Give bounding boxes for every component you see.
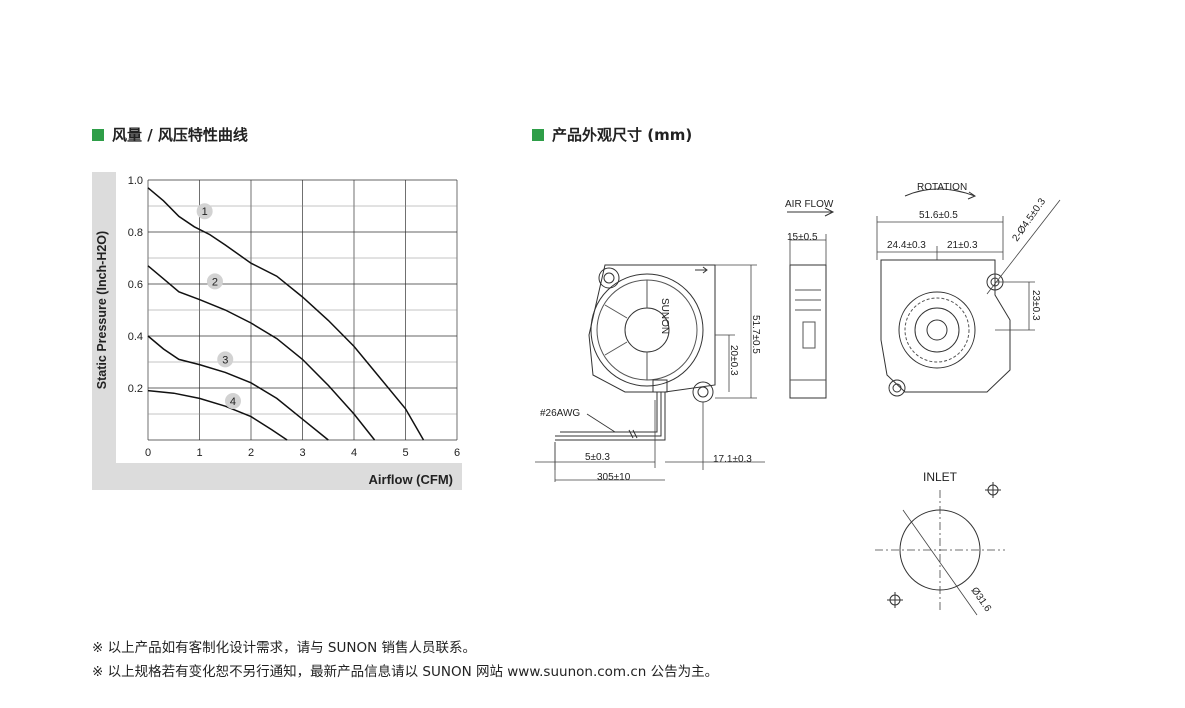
series-label-4: 4 [230, 396, 236, 408]
wire-gauge-label: #26AWG [540, 408, 580, 419]
series-label-1: 1 [202, 206, 208, 218]
y-tick-label: 1.0 [128, 175, 143, 187]
x-tick-label: 3 [299, 447, 305, 459]
series-line-3 [147, 335, 329, 441]
note-custom-design: ※ 以上产品如有客制化设计需求，请与 SUNON 销售人员联系。 [92, 640, 476, 656]
rotation-label: ROTATION [917, 182, 967, 193]
chart-section-title: 风量 / 风压特性曲线 [92, 124, 248, 145]
chart-series: 1 2 3 4 [147, 187, 425, 441]
x-tick-label: 2 [248, 447, 254, 459]
series-line-2 [147, 265, 376, 441]
inlet-view [875, 482, 1005, 616]
brand-label: SUNON [659, 298, 670, 334]
width-dim: 51.6±0.5 [919, 210, 958, 221]
front-view [535, 264, 765, 482]
wire-length-dim: 305±10 [597, 472, 631, 483]
height-dim: 51.7±0.5 [750, 315, 761, 354]
y-tick-label: 0.2 [128, 383, 143, 395]
chart-y-axis-label: Static Pressure (Inch-H2O) [95, 231, 109, 389]
chart-canvas: 0 1 2 3 4 5 6 0.2 0.4 0.6 0.8 1.0 1 2 3 4 Static Press… [92, 172, 462, 490]
chart-plot-bg [116, 172, 462, 463]
outlet-dim: 20±0.3 [728, 345, 739, 376]
airflow-pressure-chart: 0 1 2 3 4 5 6 0.2 0.4 0.6 0.8 1.0 1 2 3 4 Static Press… [92, 172, 462, 490]
series-badge-2 [206, 273, 223, 290]
series-line-1 [147, 187, 425, 441]
side-view [787, 207, 835, 399]
series-label-3: 3 [222, 354, 228, 366]
x-tick-label: 5 [402, 447, 408, 459]
note-spec-change: ※ 以上规格若有变化恕不另行通知，最新产品信息请以 SUNON 网站 www.s… [92, 664, 719, 680]
left-offset-dim: 24.4±0.3 [887, 240, 926, 251]
air-flow-label: AIR FLOW [785, 199, 834, 210]
chart-x-axis-label: Airflow (CFM) [369, 472, 453, 487]
top-view [876, 188, 1061, 397]
series-label-2: 2 [212, 276, 218, 288]
hole-vertical-dim: 23±0.3 [1030, 290, 1041, 321]
dimension-drawing: #26AWG 5±0.3 305±10 17.1±0.3 SUNON 51.7±… [525, 170, 1085, 630]
series-badge-1 [196, 203, 213, 220]
y-tick-label: 0.6 [128, 279, 143, 291]
series-badge-4 [224, 393, 241, 409]
x-tick-label: 6 [454, 447, 460, 459]
chart-ticks: 0 1 2 3 4 5 6 0.2 0.4 0.6 0.8 1.0 [128, 175, 460, 459]
y-tick-label: 0.8 [128, 227, 143, 239]
chart-section-title-text: 风量 / 风压特性曲线 [112, 126, 248, 144]
series-badge-3 [217, 351, 234, 368]
x-tick-label: 0 [145, 447, 151, 459]
dimension-drawing-canvas: #26AWG 5±0.3 305±10 17.1±0.3 SUNON 51.7±… [535, 182, 1061, 616]
drawing-section-title-text: 产品外观尺寸 (mm) [552, 126, 693, 144]
chart-grid [147, 179, 458, 441]
x-tick-label: 4 [351, 447, 357, 459]
hole-dim: 2-Ø4.5±0.3 [1010, 196, 1048, 244]
inlet-label: INLET [923, 470, 958, 484]
right-offset-dim: 21±0.3 [947, 240, 978, 251]
drawing-section-title: 产品外观尺寸 (mm) [532, 124, 692, 145]
inlet-dia-dim: Ø31.6 [969, 585, 994, 614]
depth-dim: 15±0.5 [787, 232, 818, 243]
wire-strip-dim: 5±0.3 [585, 452, 610, 463]
series-line-4 [147, 389, 288, 441]
x-tick-label: 1 [196, 447, 202, 459]
bottom-offset-dim: 17.1±0.3 [713, 454, 752, 465]
y-tick-label: 0.4 [128, 331, 143, 343]
section-marker-icon [92, 128, 104, 141]
section-marker-icon [532, 128, 544, 141]
